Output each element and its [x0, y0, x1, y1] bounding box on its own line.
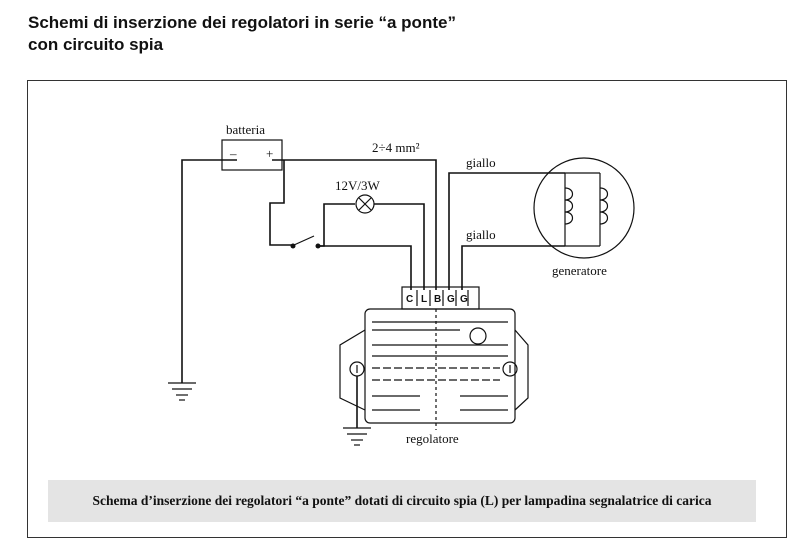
- wire-section-label: 2÷4 mm²: [372, 140, 420, 155]
- regulator-label: regolatore: [406, 431, 459, 446]
- lamp-symbol: [355, 194, 375, 214]
- pin-g-2: G: [460, 294, 468, 305]
- diagram-frame: [27, 80, 787, 538]
- battery: batteria – +: [221, 122, 283, 171]
- pin-g-1: G: [447, 294, 455, 305]
- battery-minus-sign: –: [229, 146, 237, 161]
- generator-label: generatore: [552, 263, 607, 278]
- title-line-2: con circuito spia: [28, 35, 164, 54]
- lamp-left-wire: [320, 203, 355, 247]
- generator: [533, 157, 635, 259]
- ground-wire-battery: [181, 159, 237, 383]
- battery-label: batteria: [226, 122, 265, 137]
- pin-l: L: [421, 294, 427, 305]
- title-line-1: Schemi di inserzione dei regolatori in s…: [28, 13, 456, 32]
- ground-symbol-battery: [168, 382, 196, 401]
- page-title: Schemi di inserzione dei regolatori in s…: [28, 12, 648, 56]
- pin-b: B: [434, 294, 441, 305]
- lamp-label: 12V/3W: [335, 178, 381, 193]
- battery-plus-sign: +: [266, 146, 273, 161]
- wire-bottom-label: giallo: [466, 227, 496, 242]
- regulator-connector: C L B G G: [401, 286, 480, 310]
- wire-top-label: giallo: [466, 155, 496, 170]
- caption: Schema d’inserzione dei regolatori “a po…: [48, 480, 756, 522]
- key-switch: [290, 235, 321, 249]
- battery-plus-wire: [272, 159, 437, 290]
- regulator-body: [339, 308, 529, 430]
- pin-c: C: [406, 294, 413, 305]
- ground-symbol-regulator: [343, 427, 371, 446]
- generator-wire-top: [448, 172, 565, 290]
- key-switch-wire: [269, 160, 292, 246]
- lamp-to-l-wire: [374, 203, 425, 290]
- switch-to-c-wire: [318, 245, 412, 290]
- generator-wire-bottom: [461, 245, 565, 290]
